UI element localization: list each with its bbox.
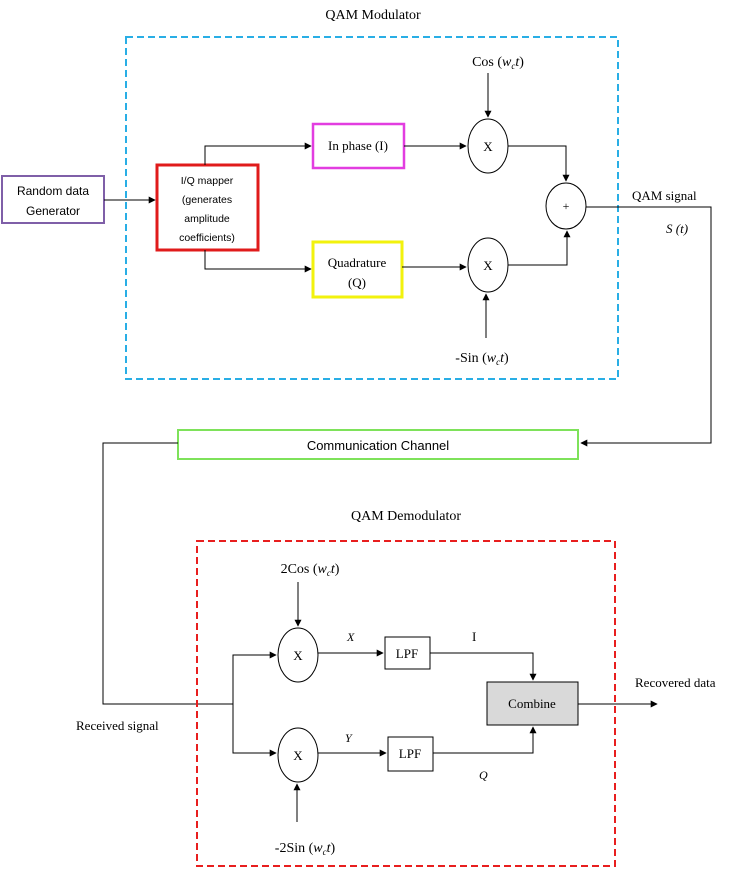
demod-sin-carrier-label: -2Sin (wct) [275, 841, 336, 857]
i-output-label: I [472, 629, 476, 644]
mapper-label-line2: (generates [182, 194, 232, 206]
source-label-line1: Random data [17, 184, 89, 198]
lpf-q-label: LPF [399, 746, 421, 761]
mapper-label-line3: amplitude [184, 213, 230, 225]
quadrature-block: Quadrature (Q) [311, 240, 404, 299]
inphase-to-summer-arrow [508, 145, 570, 182]
modulator-title: QAM Modulator [325, 8, 421, 23]
inphase-multiplier-symbol: X [483, 139, 493, 154]
lpf-i-label: LPF [396, 646, 418, 661]
quadrature-label-line2: (Q) [348, 275, 366, 290]
demod-i-multiplier: X [277, 627, 319, 683]
summer: + [545, 182, 587, 230]
combine-label: Combine [508, 696, 556, 711]
inphase-block: In phase (I) [311, 122, 406, 170]
qam-signal-to-channel-arrow [580, 206, 712, 447]
lpf-i-block: LPF [384, 636, 431, 670]
received-signal-label: Received signal [76, 718, 159, 733]
random-data-generator-block: Random data Generator [1, 175, 105, 224]
quadrature-to-summer-arrow [508, 230, 571, 266]
quadrature-multiplier: X [467, 237, 509, 293]
x-signal-label: X [346, 630, 355, 644]
modulator-boundary [125, 36, 619, 380]
mapper-label-line4: coefficients) [179, 232, 235, 244]
source-label-line2: Generator [26, 204, 80, 218]
q-output-label: Q [479, 768, 488, 782]
mapper-to-inphase-arrow [204, 142, 312, 165]
demod-i-multiplier-symbol: X [293, 648, 303, 663]
qam-signal-label: QAM signal [632, 188, 697, 203]
demodulator-title: QAM Demodulator [351, 509, 461, 524]
sin-carrier-label: -Sin (wct) [455, 351, 509, 367]
communication-channel-block: Communication Channel [177, 429, 579, 460]
quadrature-multiplier-symbol: X [483, 258, 493, 273]
mapper-to-quadrature-arrow [204, 250, 312, 273]
inphase-multiplier: X [467, 118, 509, 174]
lpf-q-to-combine-arrow [433, 726, 537, 754]
qam-signal-symbol: S (t) [666, 221, 688, 236]
split-to-q-multiplier-arrow [232, 704, 277, 757]
channel-to-receiver-line [102, 442, 233, 705]
recovered-data-label: Recovered data [635, 675, 716, 690]
summer-symbol: + [563, 199, 570, 213]
mapper-label-line1: I/Q mapper [181, 175, 234, 187]
demodulator-boundary [196, 540, 616, 867]
channel-label: Communication Channel [307, 438, 449, 453]
split-to-i-multiplier-arrow [232, 651, 277, 704]
iq-mapper-block: I/Q mapper (generates amplitude coeffici… [155, 163, 260, 252]
quadrature-label-line1: Quadrature [328, 255, 387, 270]
demod-q-multiplier-symbol: X [293, 748, 303, 763]
lpf-i-to-combine-arrow [430, 652, 537, 681]
lpf-q-block: LPF [387, 736, 434, 772]
demod-q-multiplier: X [277, 727, 319, 783]
cos-carrier-label: Cos (wct) [472, 55, 524, 71]
y-signal-label: Y [345, 731, 353, 745]
inphase-label: In phase (I) [328, 138, 388, 153]
demod-cos-carrier-label: 2Cos (wct) [281, 562, 340, 578]
combine-block: Combine [486, 681, 579, 726]
